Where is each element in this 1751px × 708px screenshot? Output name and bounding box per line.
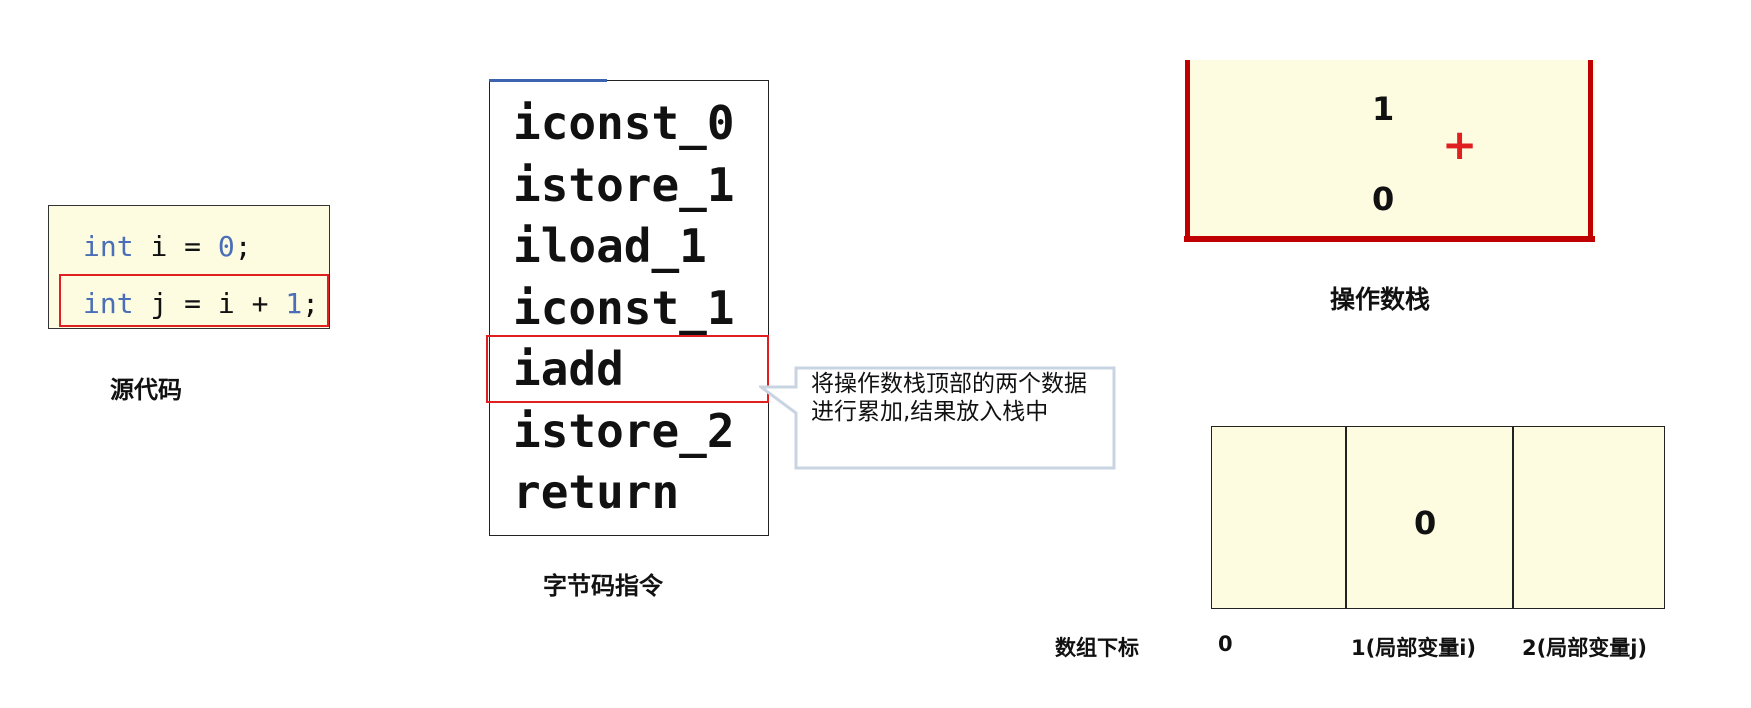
code-end: ; — [302, 287, 320, 320]
array-index-row-label: 数组下标 — [1055, 636, 1139, 660]
array-index-label: 1(局部变量i) — [1351, 636, 1477, 660]
array-index-label: 2(局部变量j) — [1522, 636, 1648, 660]
code-end: ; — [234, 230, 252, 263]
bytecode-instruction: istore_1 — [513, 158, 735, 212]
array-cell-divider — [1512, 426, 1514, 609]
bytecode-instruction: iadd — [513, 342, 624, 396]
bytecode-highlight-box — [486, 335, 769, 403]
array-cell-divider — [1345, 426, 1347, 609]
callout: 将操作数栈顶部的两个数据进行累加,结果放入栈中 — [759, 366, 1116, 470]
stack-operator: + — [1442, 120, 1478, 169]
stack-floor — [1184, 236, 1595, 242]
code-var: j — [150, 287, 168, 320]
operand-stack — [1185, 60, 1595, 241]
code-number: 1 — [285, 287, 303, 320]
code-number: 0 — [217, 230, 235, 263]
code-op: = — [184, 230, 202, 263]
bytecode-instruction: iconst_1 — [513, 281, 735, 335]
stack-top-value: 1 — [1372, 90, 1395, 128]
source-code-panel: int i = 0; int j = i + 1; — [48, 205, 330, 329]
bytecode-top-accent — [489, 79, 607, 82]
code-line-2: int j = i + 1; — [83, 287, 319, 321]
stack-bottom-value: 0 — [1372, 180, 1395, 218]
bytecode-instruction: iload_1 — [513, 219, 707, 273]
bytecode-caption: 字节码指令 — [543, 572, 663, 600]
code-line-1: int i = 0; — [83, 230, 252, 264]
array-cell-value: 0 — [1414, 504, 1437, 542]
bytecode-instruction: iconst_0 — [513, 96, 735, 150]
code-keyword: int — [83, 230, 134, 263]
callout-text: 将操作数栈顶部的两个数据进行累加,结果放入栈中 — [811, 371, 1087, 425]
callout-shape — [759, 366, 1116, 470]
operand-stack-caption: 操作数栈 — [1330, 285, 1431, 314]
source-code-caption: 源代码 — [110, 376, 182, 404]
stack-wall-left — [1185, 60, 1190, 241]
bytecode-panel: iconst_0 istore_1 iload_1 iconst_1 iadd … — [489, 80, 769, 536]
stack-wall-right — [1588, 60, 1593, 241]
code-keyword: int — [83, 287, 134, 320]
bytecode-instruction: istore_2 — [513, 404, 735, 458]
code-op: = i + — [184, 287, 269, 320]
bytecode-instruction: return — [513, 465, 680, 519]
local-variable-array — [1211, 426, 1665, 609]
code-var: i — [150, 230, 168, 263]
code-highlight-box — [59, 274, 329, 327]
array-index-label: 0 — [1218, 632, 1233, 656]
